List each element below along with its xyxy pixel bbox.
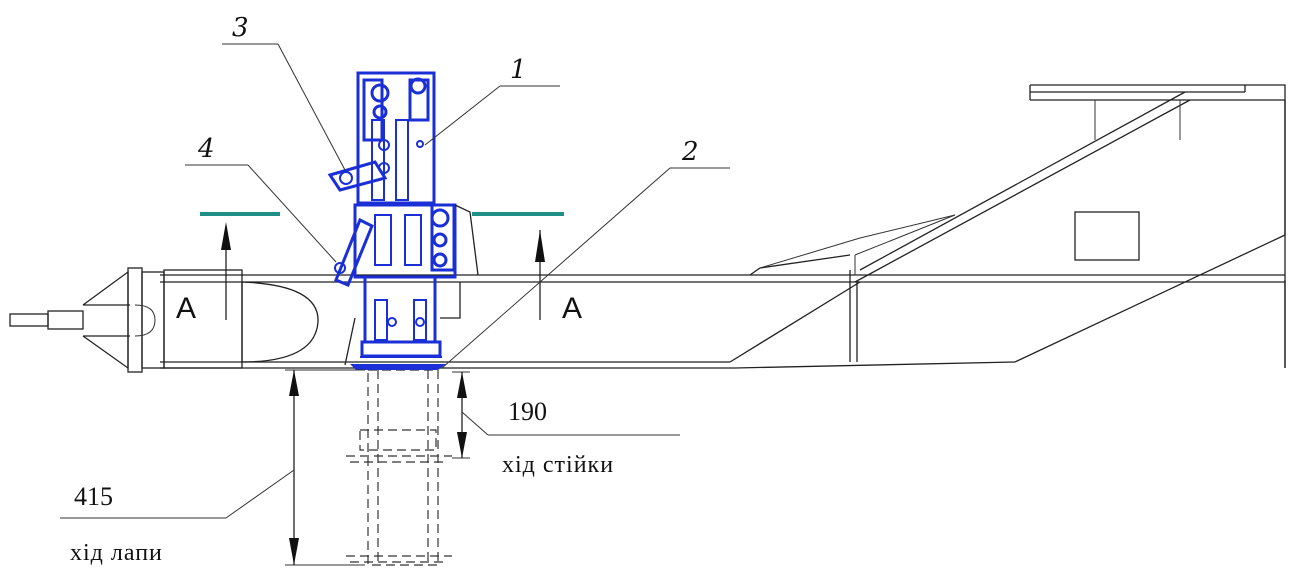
section-label-right: A xyxy=(562,292,582,325)
callout-1-label: 1 xyxy=(510,55,527,85)
callout-4-label: 4 xyxy=(197,134,215,164)
leg-stroke-caption: хід стійки xyxy=(502,452,614,478)
callout-1: 1 xyxy=(424,55,560,146)
callout-2-label: 2 xyxy=(681,137,699,167)
support-leg-extended xyxy=(346,369,452,566)
callout-2: 2 xyxy=(441,137,730,369)
hitch-eye xyxy=(9,267,319,373)
paw-stroke-caption: хід лапи xyxy=(70,540,163,566)
dimension-leg-stroke: 190 хід стійки xyxy=(452,371,680,478)
paw-stroke-value: 415 xyxy=(74,482,113,511)
section-label-left: A xyxy=(176,292,196,325)
drawbar-frame xyxy=(160,84,1286,369)
leg-stroke-value: 190 xyxy=(508,397,547,426)
callout-3: 3 xyxy=(222,13,346,171)
callout-4: 4 xyxy=(185,134,337,263)
leg-housing xyxy=(344,204,479,366)
section-mark-left: A xyxy=(176,212,280,325)
dimension-paw-stroke: 415 хід лапи xyxy=(60,369,365,566)
support-stand-mechanism xyxy=(327,71,457,370)
section-mark-right: A xyxy=(472,212,582,325)
callout-3-label: 3 xyxy=(232,13,249,43)
